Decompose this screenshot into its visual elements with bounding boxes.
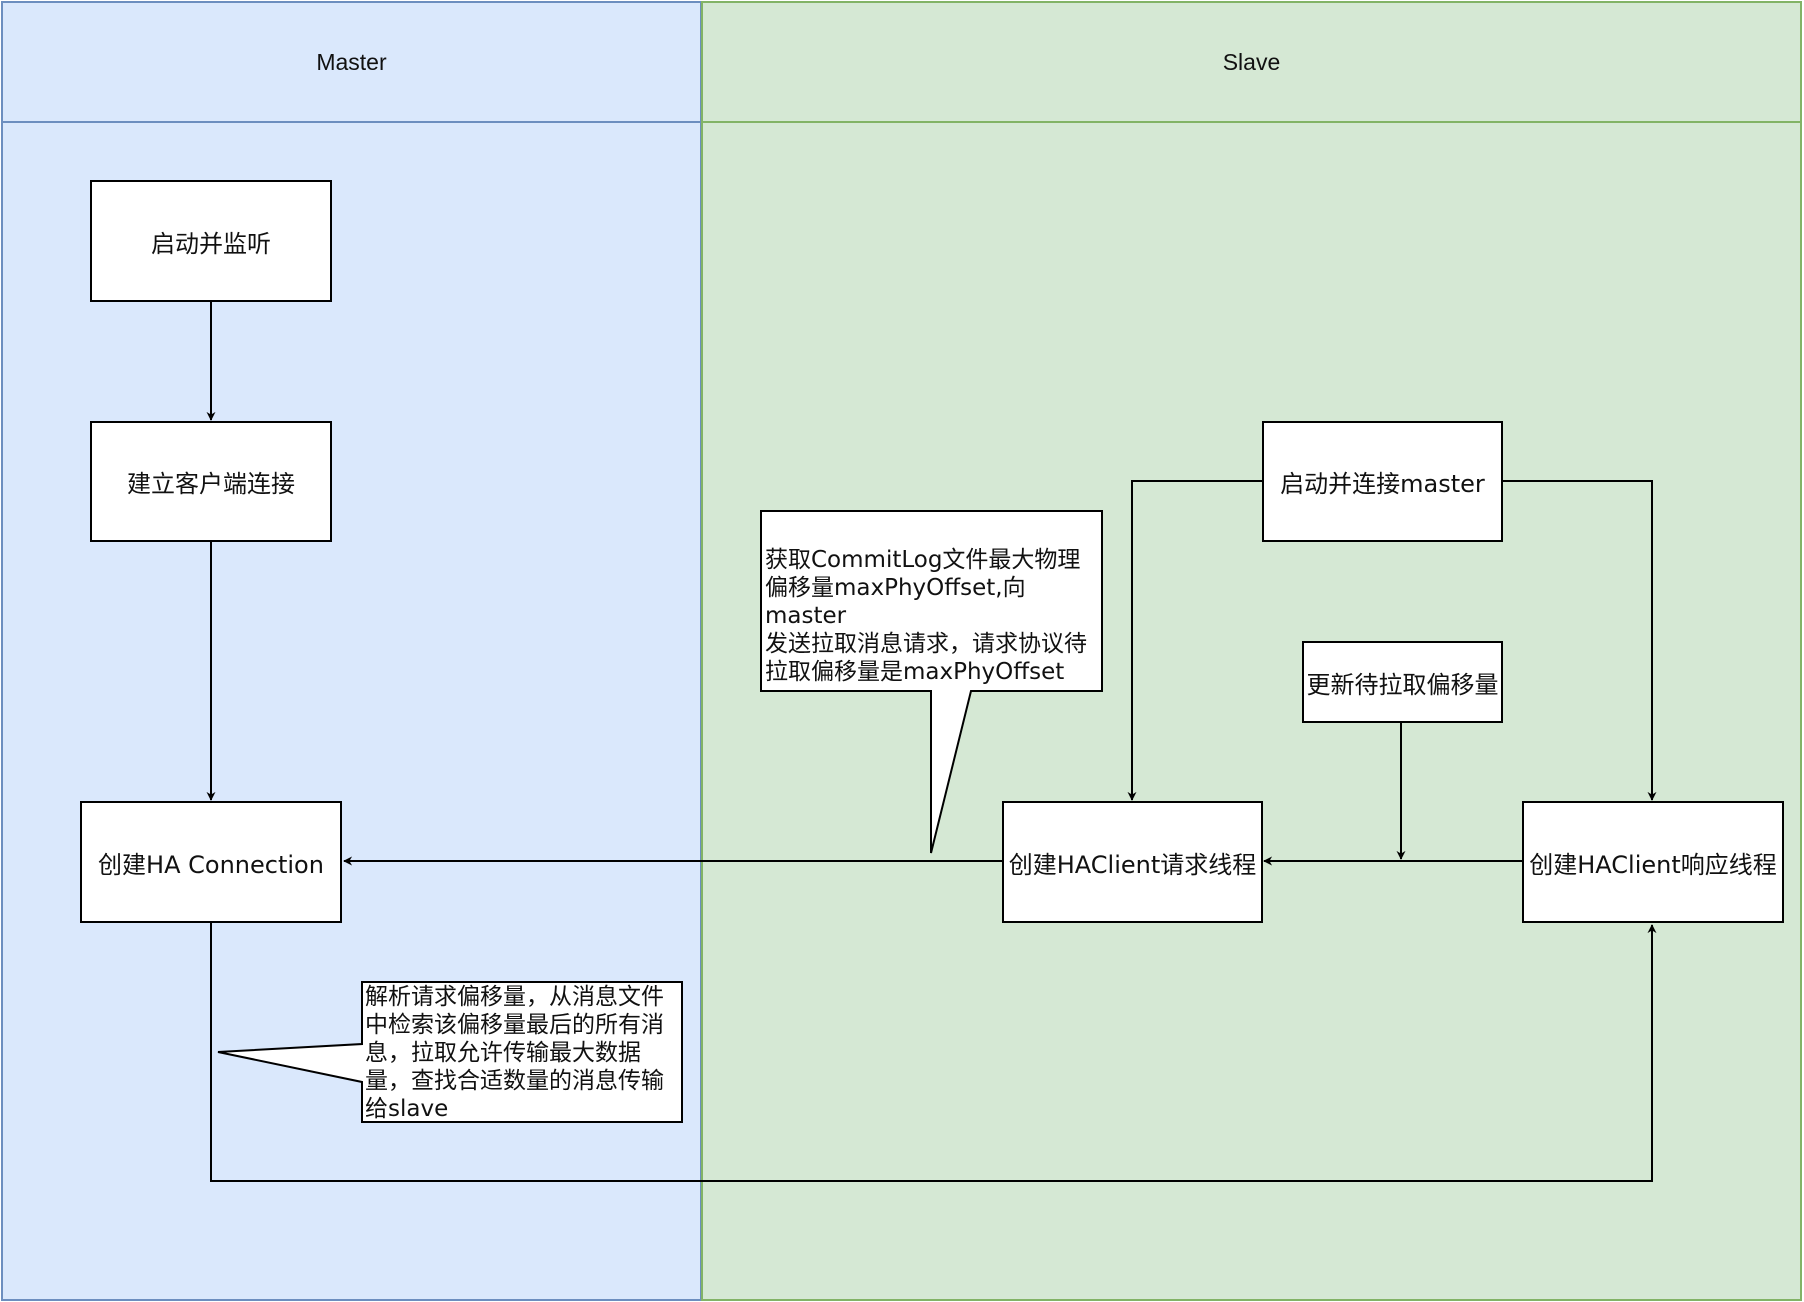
node-update-pull-offset: 更新待拉取偏移量 [1302,641,1503,723]
callout-master-response-text: 解析请求偏移量，从消息文件 中检索该偏移量最后的所有消 息，拉取允许传输最大数据… [365,984,664,1122]
edge-connect-to-request-thread [1127,480,1262,801]
node-create-ha-connection: 创建HA Connection [80,801,342,923]
edge-connect-to-response-thread [1502,480,1657,801]
callout-slave-request-shape [760,510,1103,854]
lane-master-title: Master [3,3,700,123]
lane-slave-title: Slave [703,3,1800,123]
node-start-connect-master: 启动并连接master [1262,421,1503,542]
node-establish-client-connection: 建立客户端连接 [90,421,332,542]
node-create-haclient-response-thread: 创建HAClient响应线程 [1522,801,1784,923]
callout-master-response-shape [217,981,683,1123]
lane-slave: Slave [701,1,1802,1301]
node-start-listen: 启动并监听 [90,180,332,302]
node-create-haclient-request-thread: 创建HAClient请求线程 [1002,801,1263,923]
callout-slave-request-text: 获取CommitLog文件最大物理 偏移量maxPhyOffset,向maste… [765,547,1087,685]
edge-ha-connection-to-response [210,922,1657,1182]
